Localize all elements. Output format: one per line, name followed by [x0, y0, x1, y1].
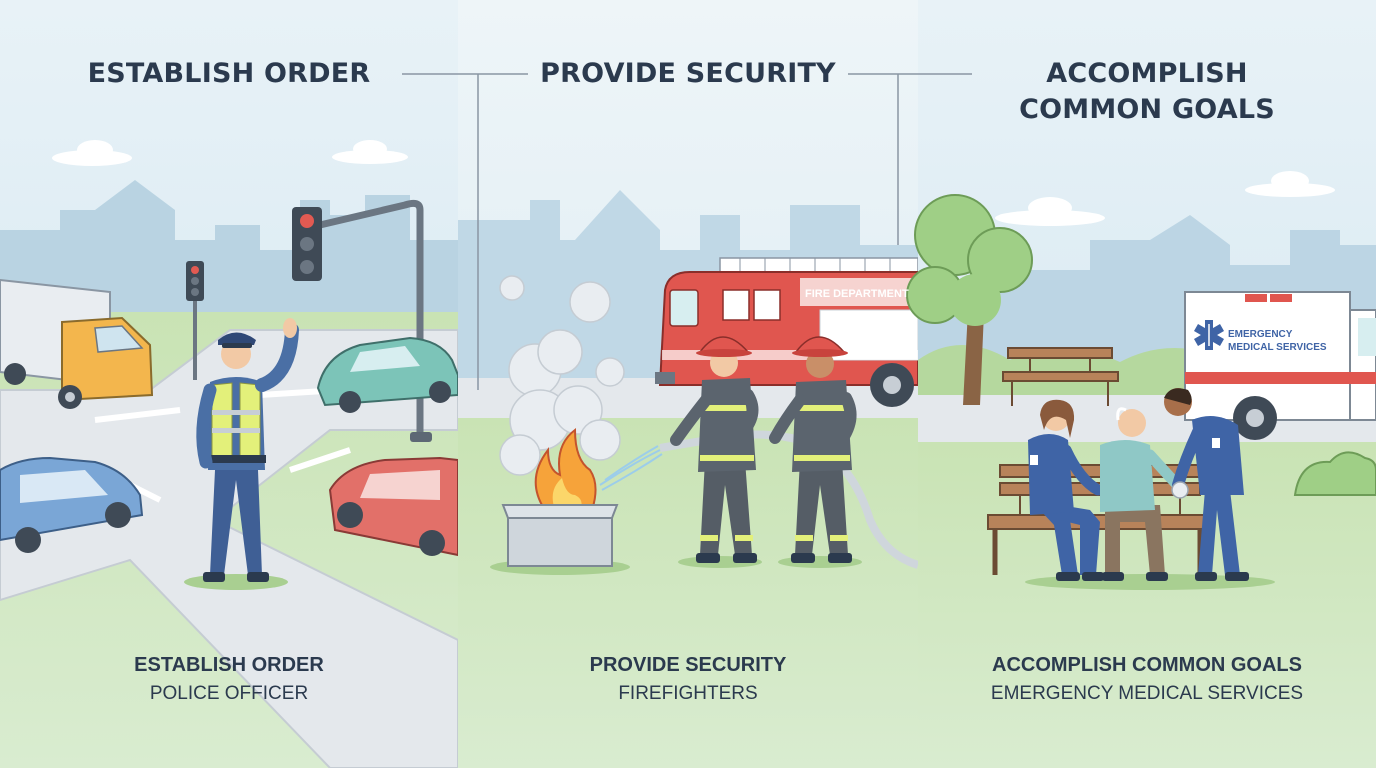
traffic-light [186, 261, 204, 380]
fire-truck [655, 257, 919, 407]
police-officer [184, 318, 299, 590]
caption-title: PROVIDE SECURITY [589, 654, 787, 676]
panel-ems [906, 0, 1376, 768]
panel-heading-order: ESTABLISH ORDER [87, 58, 371, 89]
firefighter [769, 336, 862, 568]
patient [1100, 407, 1186, 581]
blue-car [0, 456, 144, 553]
delivery-truck [0, 278, 154, 409]
panel-heading-goals: ACCOMPLISH COMMON GOALS [1019, 58, 1275, 125]
firefighter [670, 336, 762, 568]
panel-fire [458, 0, 920, 768]
caption-ems: ACCOMPLISH COMMON GOALS EMERGENCY MEDICA… [938, 652, 1356, 707]
teal-car [316, 336, 459, 413]
ems-medic [1028, 399, 1104, 581]
fire-truck-sign: FIRE DEPARTMENT [805, 288, 909, 300]
shrub [1293, 451, 1376, 496]
smoke-cloud [499, 275, 625, 476]
ems-medic [1164, 388, 1249, 581]
cloud [52, 140, 408, 166]
fire-bin [490, 427, 630, 575]
park-bench [1002, 347, 1119, 406]
ambulance-sign-line2: MEDICAL SERVICES [1228, 342, 1327, 353]
star-of-life-icon [1194, 320, 1224, 350]
traffic-light [292, 199, 432, 442]
ambulance-sign-line1: EMERGENCY [1228, 329, 1293, 340]
caption-subtitle: EMERGENCY MEDICAL SERVICES [990, 683, 1304, 704]
caption-subtitle: FIREFIGHTERS [618, 683, 758, 704]
panel-police [0, 0, 459, 768]
caption-subtitle: POLICE OFFICER [149, 683, 309, 704]
red-car [328, 456, 459, 557]
cloud [995, 171, 1335, 226]
connector-lines [402, 73, 972, 390]
park-tree [906, 194, 1033, 405]
panel-heading-security: PROVIDE SECURITY [540, 58, 836, 89]
ambulance [1184, 291, 1376, 440]
caption-title: ESTABLISH ORDER [134, 654, 324, 676]
caption-fire: PROVIDE SECURITY FIREFIGHTERS [478, 652, 898, 707]
caption-title: ACCOMPLISH COMMON GOALS [992, 654, 1302, 676]
caption-police: ESTABLISH ORDER POLICE OFFICER [20, 652, 438, 707]
water-spray [599, 445, 663, 491]
